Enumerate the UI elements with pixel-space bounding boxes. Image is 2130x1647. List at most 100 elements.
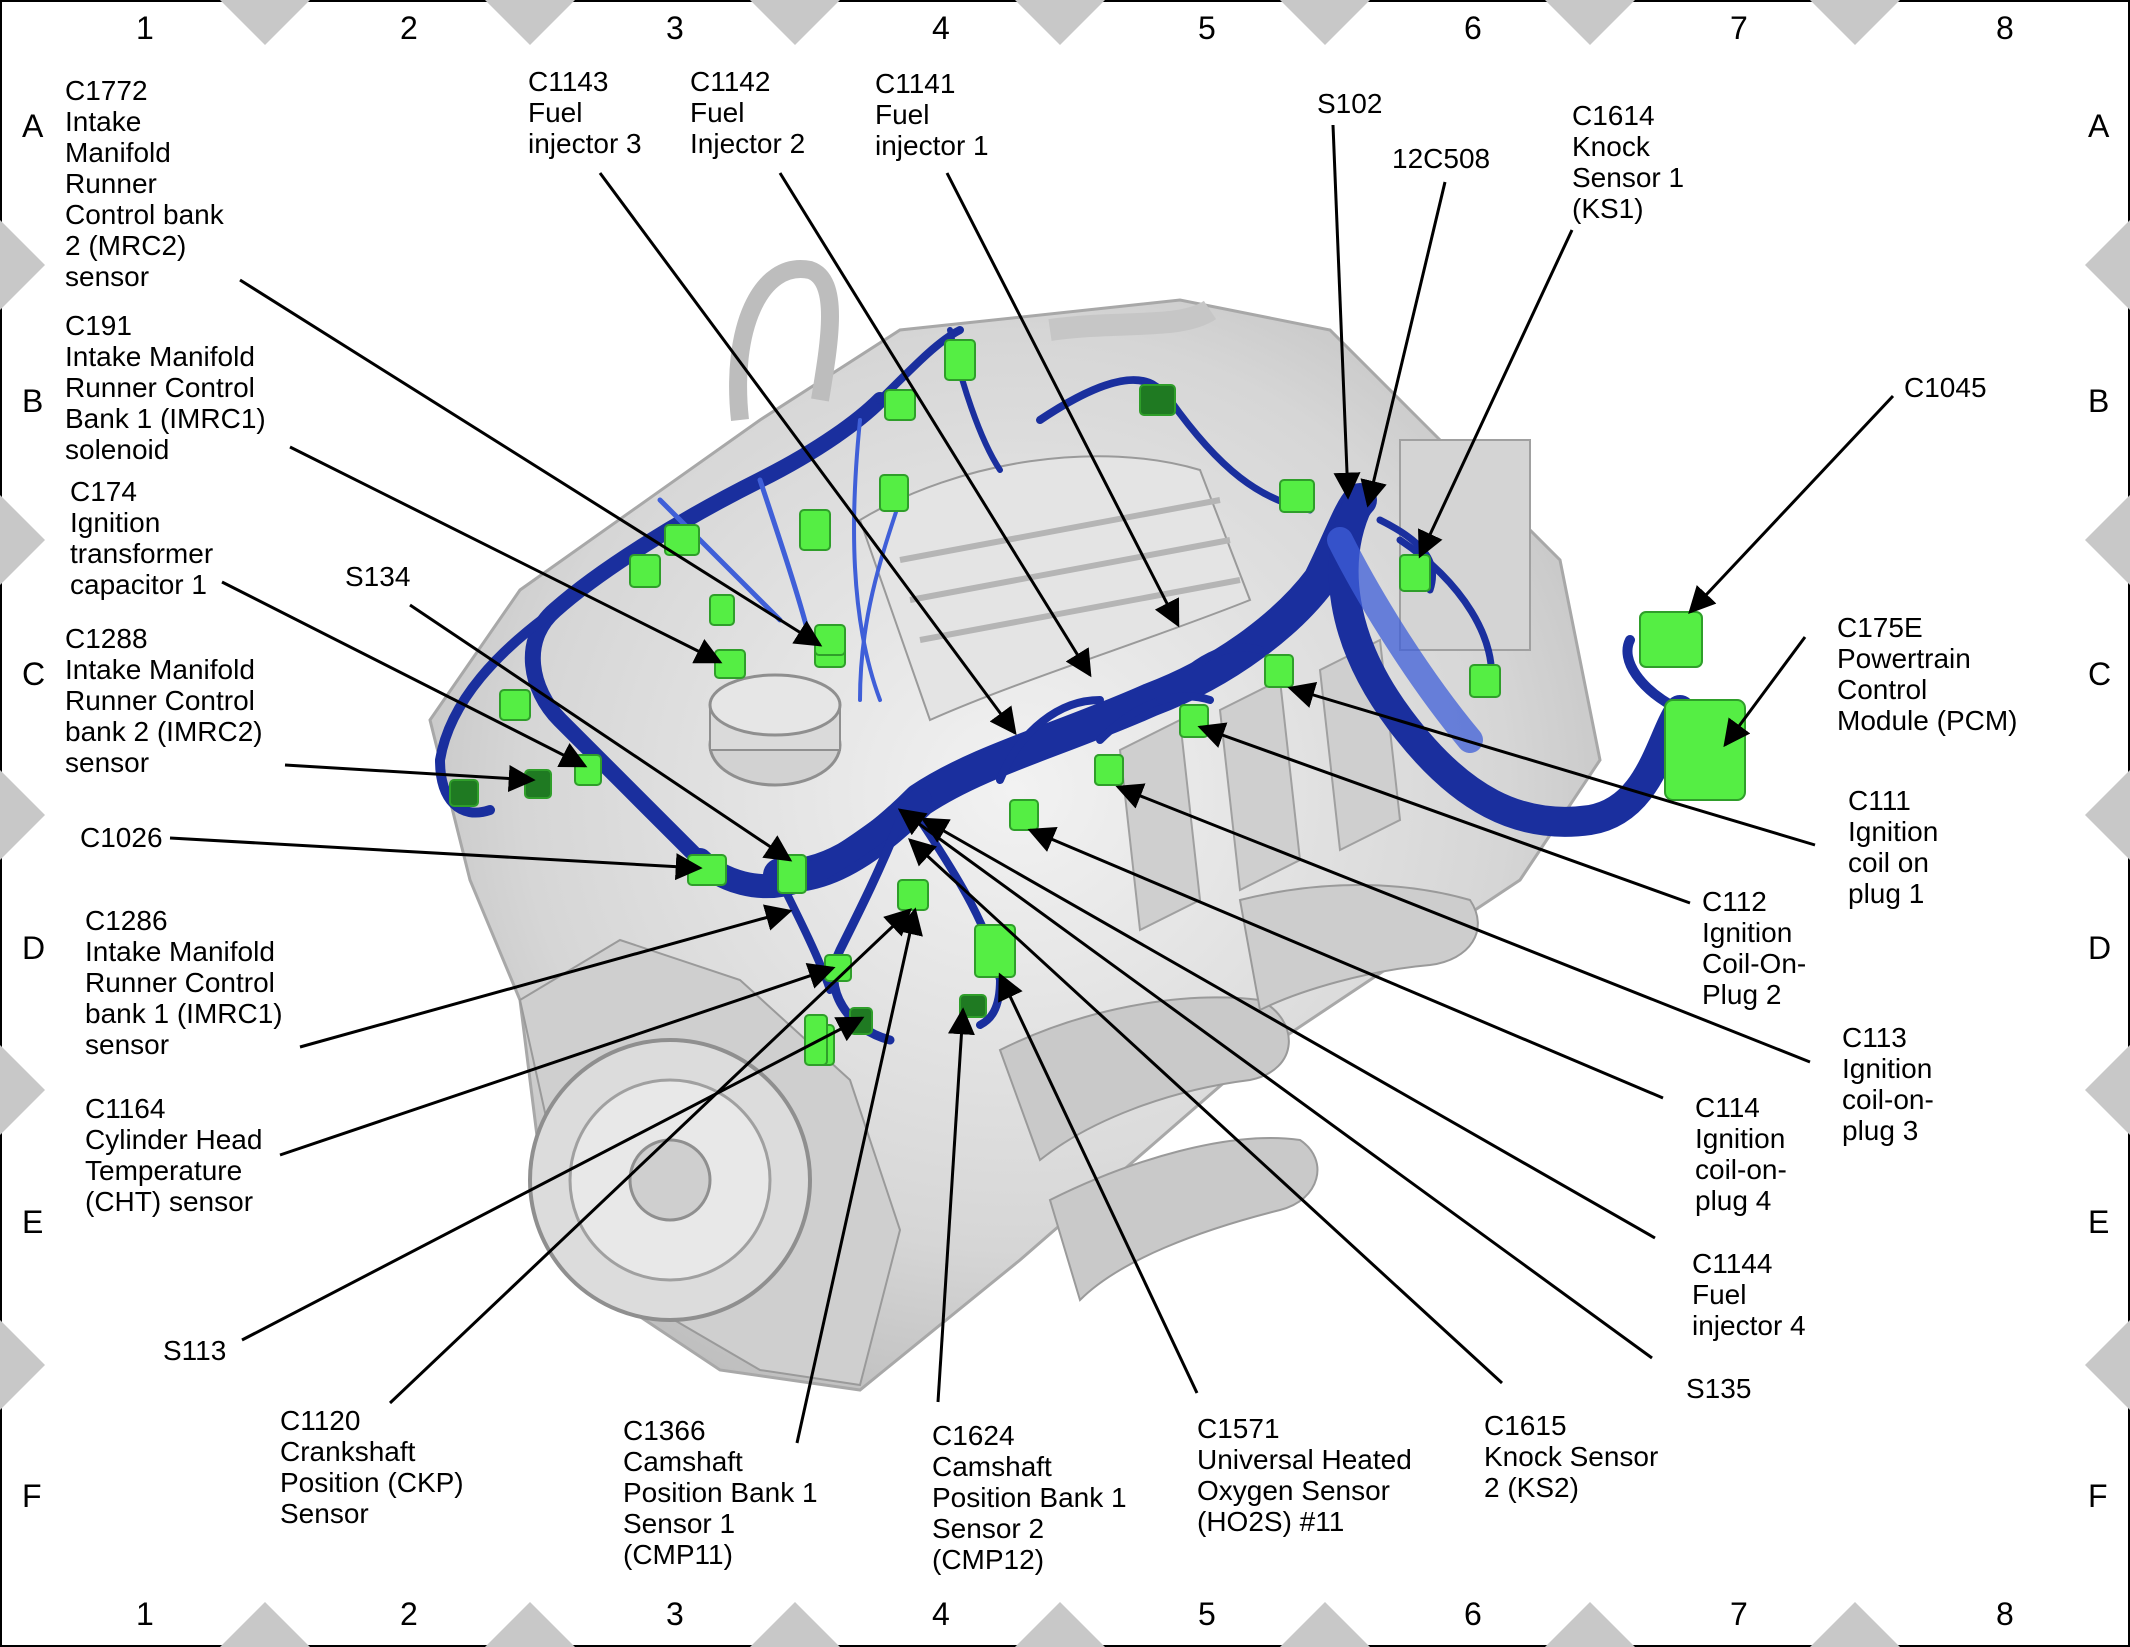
- connector-misc-7: [499, 689, 531, 721]
- grid-col-top-2: 2: [400, 10, 418, 46]
- grid-col-bottom-7: 7: [1730, 1596, 1748, 1632]
- leader-12c508: [1360, 181, 1447, 508]
- leader-c174: [221, 580, 588, 768]
- leader-c1615: [908, 838, 1504, 1385]
- leader-c1142: [778, 172, 1092, 678]
- wiring-harness: [435, 326, 1695, 1045]
- leader-c114: [1027, 827, 1664, 1100]
- connector-c191: [714, 649, 746, 679]
- callout-c1571: C1571 Universal Heated Oxygen Sensor (HO…: [1197, 1413, 1412, 1537]
- connector-misc-4: [664, 524, 700, 556]
- grid-col-bottom-3: 3: [666, 1596, 684, 1632]
- grid-row-left-d: D: [22, 930, 46, 966]
- grid-row-left-e: E: [22, 1204, 44, 1240]
- leader-s135: [897, 808, 1653, 1360]
- connector-c113: [1094, 754, 1124, 786]
- connector-c1141: [1279, 479, 1315, 513]
- connector-c1288: [524, 769, 552, 799]
- callout-c1141: C1141 Fuel injector 1: [875, 68, 989, 161]
- grid-col-top-7: 7: [1730, 10, 1748, 46]
- grid-col-top-8: 8: [1996, 10, 2014, 46]
- leader-c1026: [169, 836, 703, 881]
- callout-c174: C174 Ignition transformer capacitor 1: [70, 476, 214, 600]
- leader-c1624: [936, 1007, 975, 1403]
- callout-s135: S135: [1686, 1373, 1752, 1404]
- callout-c1366: C1366 Camshaft Position Bank 1 Sensor 1 …: [623, 1415, 818, 1570]
- leader-s134: [409, 603, 793, 862]
- leader-lines: [169, 124, 1895, 1444]
- grid-row-right-a: A: [2088, 108, 2110, 144]
- leader-c1614: [1418, 229, 1574, 559]
- callout-s102: S102: [1317, 88, 1383, 119]
- grid-row-right-b: B: [2088, 383, 2110, 419]
- leader-s113: [241, 1016, 865, 1342]
- grid-col-bottom-1: 1: [136, 1596, 154, 1632]
- leader-c1772: [239, 278, 823, 647]
- connector-c1571: [974, 924, 1016, 978]
- connector-misc-3: [879, 474, 909, 512]
- grid-row-left-a: A: [22, 108, 44, 144]
- callout-c1045: C1045: [1904, 372, 1987, 403]
- callout-c112: C112 Ignition Coil-On- Plug 2: [1702, 886, 1807, 1010]
- connector-c1143: [814, 624, 846, 656]
- callout-c191: C191 Intake Manifold Runner Control Bank…: [65, 310, 266, 465]
- connector-misc-10: [1469, 664, 1501, 698]
- connector-c175e: [1664, 699, 1746, 801]
- callout-c1120: C1120 Crankshaft Position (CKP) Sensor: [280, 1405, 464, 1529]
- connector-c1045: [1639, 611, 1703, 668]
- grid-row-left-f: F: [22, 1478, 42, 1514]
- leader-c1141: [945, 172, 1180, 628]
- callout-c1143: C1143 Fuel injector 3: [528, 66, 642, 159]
- leader-c113: [1115, 783, 1811, 1064]
- callout-c175e: C175E Powertrain Control Module (PCM): [1837, 612, 2018, 736]
- leader-c1571: [998, 972, 1199, 1394]
- callout-c1164: C1164 Cylinder Head Temperature (CHT) se…: [85, 1093, 263, 1217]
- connector-c174: [574, 754, 602, 786]
- grid-row-left-b: B: [22, 383, 44, 419]
- callout-c1026: C1026: [80, 822, 163, 853]
- grid-col-bottom-5: 5: [1198, 1596, 1216, 1632]
- leader-c1286: [299, 904, 793, 1049]
- callout-c1286: C1286 Intake Manifold Runner Control ban…: [85, 905, 283, 1060]
- grid-col-bottom-6: 6: [1464, 1596, 1482, 1632]
- grid-col-top-1: 1: [136, 10, 154, 46]
- callout-c113: C113 Ignition coil-on- plug 3: [1842, 1022, 1934, 1146]
- callout-c1624: C1624 Camshaft Position Bank 1 Sensor 2 …: [932, 1420, 1127, 1575]
- leader-c1144: [920, 817, 1656, 1240]
- leader-c112: [1197, 722, 1691, 905]
- leader-c175e: [1723, 636, 1807, 748]
- grid-col-top-5: 5: [1198, 10, 1216, 46]
- leader-c1143: [598, 172, 1017, 736]
- callout-c1772: C1772 Intake Manifold Runner Control ban…: [65, 75, 224, 292]
- connector-c1366: [897, 879, 929, 911]
- connector-c1614: [1399, 554, 1431, 592]
- leader-c191: [289, 445, 723, 664]
- connector-s134: [777, 854, 807, 894]
- connector-misc-9: [709, 594, 735, 626]
- grid-col-top-4: 4: [932, 10, 950, 46]
- connector-c114: [1009, 799, 1039, 831]
- grid-col-top-3: 3: [666, 10, 684, 46]
- connector-c1142: [944, 339, 976, 381]
- grid-row-right-f: F: [2088, 1478, 2108, 1514]
- grid-row-right-d: D: [2088, 930, 2112, 966]
- callout-c111: C111 Ignition coil on plug 1: [1848, 785, 1939, 909]
- connector-misc-2: [884, 389, 916, 421]
- connector-misc-5: [799, 509, 831, 551]
- connector-misc-1: [1139, 384, 1176, 416]
- grid-col-bottom-8: 8: [1996, 1596, 2014, 1632]
- leader-c1366: [795, 907, 923, 1444]
- connector-c112: [1179, 704, 1209, 738]
- connector-misc-11: [804, 1014, 828, 1066]
- grid-col-bottom-2: 2: [400, 1596, 418, 1632]
- leader-c1045: [1688, 394, 1895, 614]
- connector-c111: [1264, 654, 1294, 688]
- callout-12c508: 12C508: [1392, 143, 1491, 174]
- leader-s102: [1331, 124, 1361, 500]
- leader-c1288: [284, 763, 536, 793]
- leader-c1164: [279, 962, 836, 1157]
- callout-c114: C114 Ignition coil-on- plug 4: [1695, 1092, 1787, 1216]
- grid-row-right-c: C: [2088, 656, 2112, 692]
